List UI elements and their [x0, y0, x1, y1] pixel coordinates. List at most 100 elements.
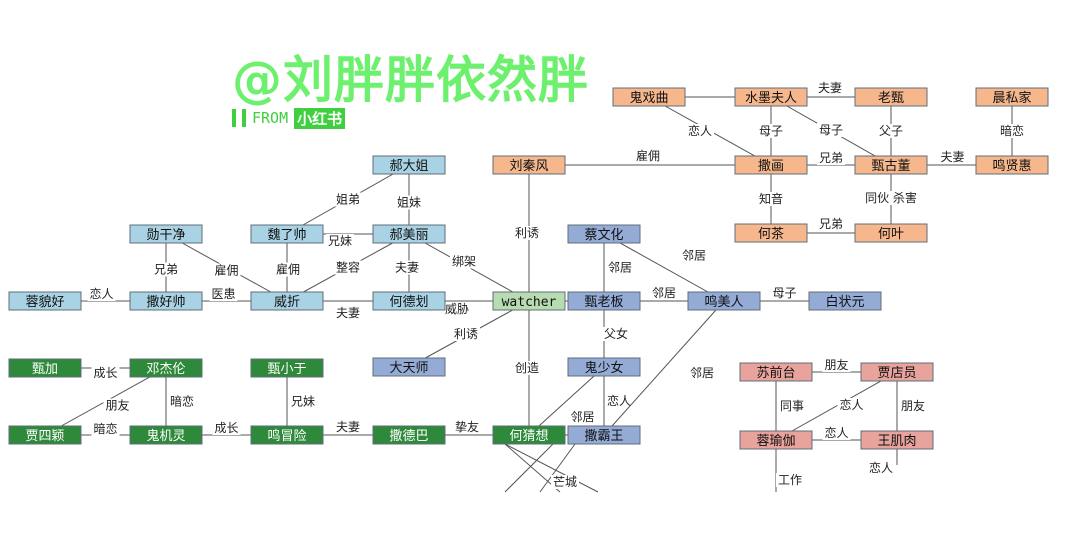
- node-label: 刘秦风: [509, 159, 548, 174]
- edge-label-bg: [513, 226, 541, 240]
- edge-label: 母子: [772, 286, 796, 300]
- node-guixiqu[interactable]: 鬼戏曲: [612, 87, 686, 107]
- node-zhenxiaoyu[interactable]: 甄小于: [250, 358, 324, 378]
- node-label: 水墨夫人: [745, 91, 797, 106]
- node-weiliaoshuai[interactable]: 魏了帅: [250, 224, 324, 244]
- edge-label: 暗恋: [170, 394, 194, 409]
- node-zhenjia[interactable]: 甄加: [8, 358, 82, 378]
- node-liuqinfeng[interactable]: 刘秦风: [492, 155, 566, 175]
- edge-label: 姐弟: [336, 193, 360, 207]
- extra-label: 恋人: [869, 460, 893, 475]
- edge-label: 恋人: [839, 397, 863, 412]
- node-sadeba[interactable]: 撒德巴: [372, 425, 446, 445]
- edge-label: 成长: [214, 421, 238, 435]
- node-heye[interactable]: 何叶: [854, 223, 928, 243]
- node-box: [567, 291, 641, 311]
- node-box: [372, 155, 446, 175]
- node-box: [975, 155, 1049, 175]
- node-label: 甄加: [32, 362, 58, 377]
- node-baizhuangyuan[interactable]: 白状元: [808, 291, 882, 311]
- node-label: 贾四颖: [25, 429, 64, 444]
- node-datianshi[interactable]: 大天师: [372, 357, 446, 377]
- node-sahua[interactable]: 撒画: [734, 155, 808, 175]
- node-hedajie[interactable]: 郝大姐: [372, 155, 446, 175]
- node-label: 撒霸王: [584, 428, 623, 444]
- node-suqiantai[interactable]: 苏前台: [739, 362, 813, 382]
- edge-label-bg: [568, 410, 597, 424]
- edge-label-bg: [605, 394, 633, 408]
- node-label: 何茶: [758, 226, 784, 242]
- edge-label: 母子: [819, 123, 843, 137]
- node-hedehua[interactable]: 何德划: [372, 291, 446, 311]
- node-sahaoshuai[interactable]: 撒好帅: [129, 291, 203, 311]
- edge-rongyujia-jiadianyuan: [775, 371, 898, 441]
- node-box: [372, 357, 446, 377]
- edge-label-bg: [212, 421, 241, 435]
- node-label: 王肌肉: [877, 434, 916, 449]
- edge-label-bg: [757, 124, 785, 138]
- node-box: [734, 87, 808, 107]
- node-box: [8, 425, 82, 445]
- node-xunganjing[interactable]: 勋干净: [129, 224, 203, 244]
- node-rongmaohao[interactable]: 蓉貌好: [8, 291, 82, 311]
- node-wumeiren[interactable]: 鸣美人: [687, 291, 761, 311]
- edge-label-bg: [395, 195, 423, 210]
- edge-label: 兄弟: [819, 217, 843, 231]
- edge-label-bg: [209, 287, 238, 301]
- node-zhengudong[interactable]: 甄古董: [854, 155, 928, 175]
- edge-label: 同事: [780, 399, 804, 413]
- edge-offscreen: [504, 443, 554, 493]
- node-guishaonv[interactable]: 鬼少女: [567, 357, 641, 377]
- edge-label: 邻居: [652, 286, 676, 300]
- node-box: [8, 291, 82, 311]
- node-jiasiying[interactable]: 贾四颖: [8, 425, 82, 445]
- extra-label: 芒城: [553, 474, 577, 489]
- edge-label-bg: [688, 366, 716, 380]
- node-guijiling[interactable]: 鬼机灵: [129, 425, 203, 445]
- edge-label-bg: [274, 262, 302, 277]
- node-label: 蓉貌好: [25, 295, 64, 310]
- node-wumaoxian[interactable]: 鸣冒险: [250, 425, 324, 445]
- node-dengjielun[interactable]: 邓杰伦: [129, 358, 203, 378]
- edge-label: 恋人: [89, 286, 113, 301]
- edge-label: 恋人: [607, 393, 631, 408]
- node-wangjirou[interactable]: 王肌肉: [860, 430, 934, 450]
- node-label: 鬼少女: [584, 360, 623, 376]
- node-rongyujia[interactable]: 蓉瑜伽: [739, 430, 813, 450]
- node-label: 甄古董: [871, 159, 910, 174]
- edge-label: 邻居: [682, 249, 706, 263]
- node-sabawang[interactable]: 撒霸王: [567, 425, 641, 445]
- node-label: 鬼机灵: [146, 428, 185, 444]
- edge-label: 成长: [93, 366, 117, 380]
- edge-label-bg: [334, 260, 362, 275]
- node-hecaixiang[interactable]: 何猜想: [492, 425, 566, 445]
- node-box: [372, 425, 446, 445]
- node-jiadianyuan[interactable]: 贾店员: [860, 362, 934, 382]
- node-zhenlaoban[interactable]: 甄老板: [567, 291, 641, 311]
- node-chensijia[interactable]: 晨私家: [975, 87, 1049, 107]
- edge-label: 雇佣: [636, 148, 660, 163]
- node-box: [860, 430, 934, 450]
- node-hecha[interactable]: 何茶: [734, 223, 808, 243]
- node-laozhen[interactable]: 老甄: [854, 87, 928, 107]
- node-wuxianhui[interactable]: 鸣贤惠: [975, 155, 1049, 175]
- node-watcher[interactable]: watcher: [492, 291, 566, 311]
- edge-label: 绑架: [452, 255, 476, 269]
- node-label: 甄小于: [267, 362, 306, 377]
- node-box: [250, 224, 324, 244]
- edge-label: 整容: [336, 260, 360, 275]
- edge-label: 利诱: [454, 327, 478, 341]
- edge-label-bg: [817, 217, 845, 231]
- edge-label-bg: [289, 394, 317, 409]
- node-weizhe[interactable]: 威折: [250, 291, 324, 311]
- watermark-bar: [242, 109, 246, 127]
- node-box: [250, 291, 324, 311]
- node-hemeili[interactable]: 郝美丽: [372, 224, 446, 244]
- node-shuimofuren[interactable]: 水墨夫人: [734, 87, 808, 107]
- edge-label-bg: [938, 150, 967, 164]
- node-label: 何德划: [389, 294, 428, 310]
- node-caiwenhua[interactable]: 蔡文化: [567, 224, 641, 244]
- edge-label-bg: [680, 248, 708, 263]
- edge-label: 挚友: [455, 420, 479, 434]
- edge-label-bg: [822, 358, 851, 372]
